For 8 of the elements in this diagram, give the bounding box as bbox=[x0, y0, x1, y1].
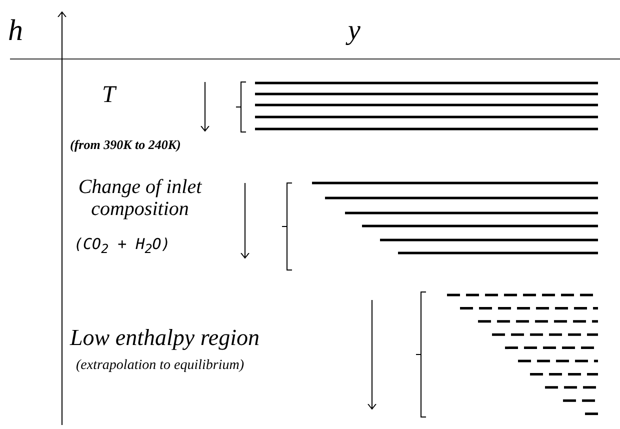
axis-label: y bbox=[348, 16, 360, 47]
range-note: (extrapolation to equilibrium) bbox=[76, 358, 244, 374]
group-label: Change of inlet composition bbox=[77, 176, 203, 220]
axis-label: h bbox=[8, 14, 23, 47]
parameter-label: T bbox=[102, 82, 116, 108]
group-label: Low enthalpy region bbox=[70, 325, 260, 350]
formula-label: (CO$_{2}$ + H$_{2}$O) bbox=[74, 236, 170, 256]
range-note: (from 390K to 240K) bbox=[70, 138, 181, 152]
